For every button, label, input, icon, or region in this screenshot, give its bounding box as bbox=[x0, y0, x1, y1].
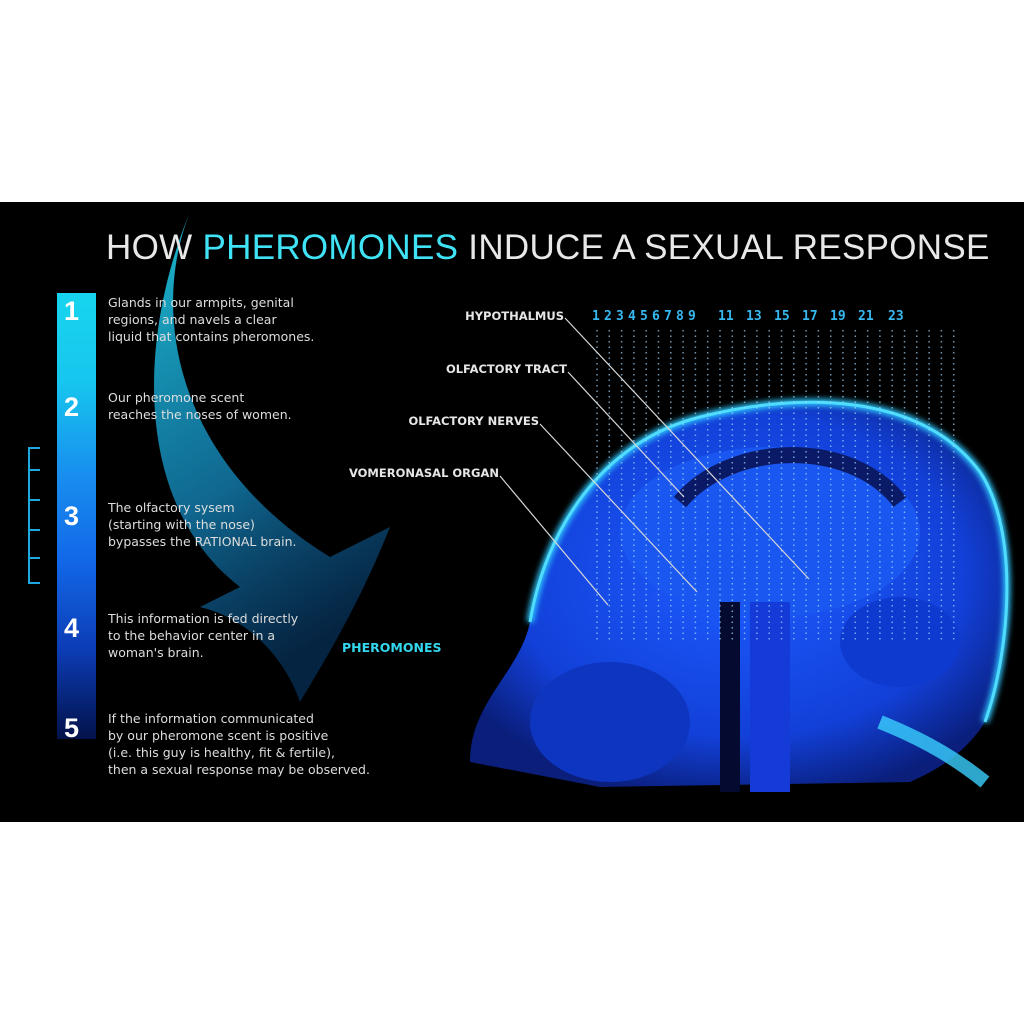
label-pheromones: PHEROMONES bbox=[342, 640, 442, 655]
scan-number: 7 bbox=[664, 309, 672, 324]
label-vomeronasal-organ: VOMERONASAL ORGAN bbox=[348, 466, 499, 480]
label-olfactory-tract: OLFACTORY TRACT bbox=[445, 362, 567, 376]
scan-number: 2 bbox=[604, 309, 612, 324]
step-text: If the information communicated by our p… bbox=[108, 711, 370, 777]
scan-number: 5 bbox=[640, 309, 648, 324]
step-text: This information is fed directly to the … bbox=[108, 611, 299, 660]
scan-number: 13 bbox=[746, 309, 762, 324]
label-olfactory-nerves: OLFACTORY NERVES bbox=[408, 414, 539, 428]
scan-number: 23 bbox=[888, 309, 904, 324]
scan-number: 6 bbox=[652, 309, 660, 324]
step-text: Our pheromone scent reaches the noses of… bbox=[108, 390, 292, 422]
scan-number: 3 bbox=[616, 309, 624, 324]
head-silhouette bbox=[470, 398, 1011, 792]
scan-number: 1 bbox=[592, 309, 600, 324]
scan-number: 4 bbox=[628, 309, 636, 324]
step-text: The olfactory sysem (starting with the n… bbox=[108, 500, 297, 549]
step-number: 2 bbox=[64, 392, 80, 422]
page-title: HOW PHEROMONES INDUCE A SEXUAL RESPONSE bbox=[106, 228, 990, 267]
scan-number: 11 bbox=[718, 309, 734, 324]
scan-number: 19 bbox=[830, 309, 846, 324]
scan-number: 15 bbox=[774, 309, 790, 324]
infographic-panel: HOW PHEROMONES INDUCE A SEXUAL RESPONSE … bbox=[0, 202, 1024, 822]
bracket-decoration bbox=[28, 447, 40, 584]
scan-number: 8 bbox=[676, 309, 684, 324]
step-number: 5 bbox=[64, 713, 80, 743]
scan-number: 9 bbox=[688, 309, 696, 324]
step-text: Glands in our armpits, genital regions, … bbox=[108, 295, 315, 344]
step-progress-bar bbox=[57, 293, 96, 739]
curved-arrow bbox=[154, 212, 390, 702]
leader-lines bbox=[499, 317, 810, 606]
step-number: 3 bbox=[64, 501, 80, 531]
step-number: 4 bbox=[64, 613, 80, 643]
scan-number: 17 bbox=[802, 309, 818, 324]
brain-scan-illustration bbox=[154, 212, 1011, 792]
label-hypothalmus: HYPOTHALMUS bbox=[465, 309, 564, 323]
step-number: 1 bbox=[64, 296, 80, 326]
scan-number: 21 bbox=[858, 309, 874, 324]
